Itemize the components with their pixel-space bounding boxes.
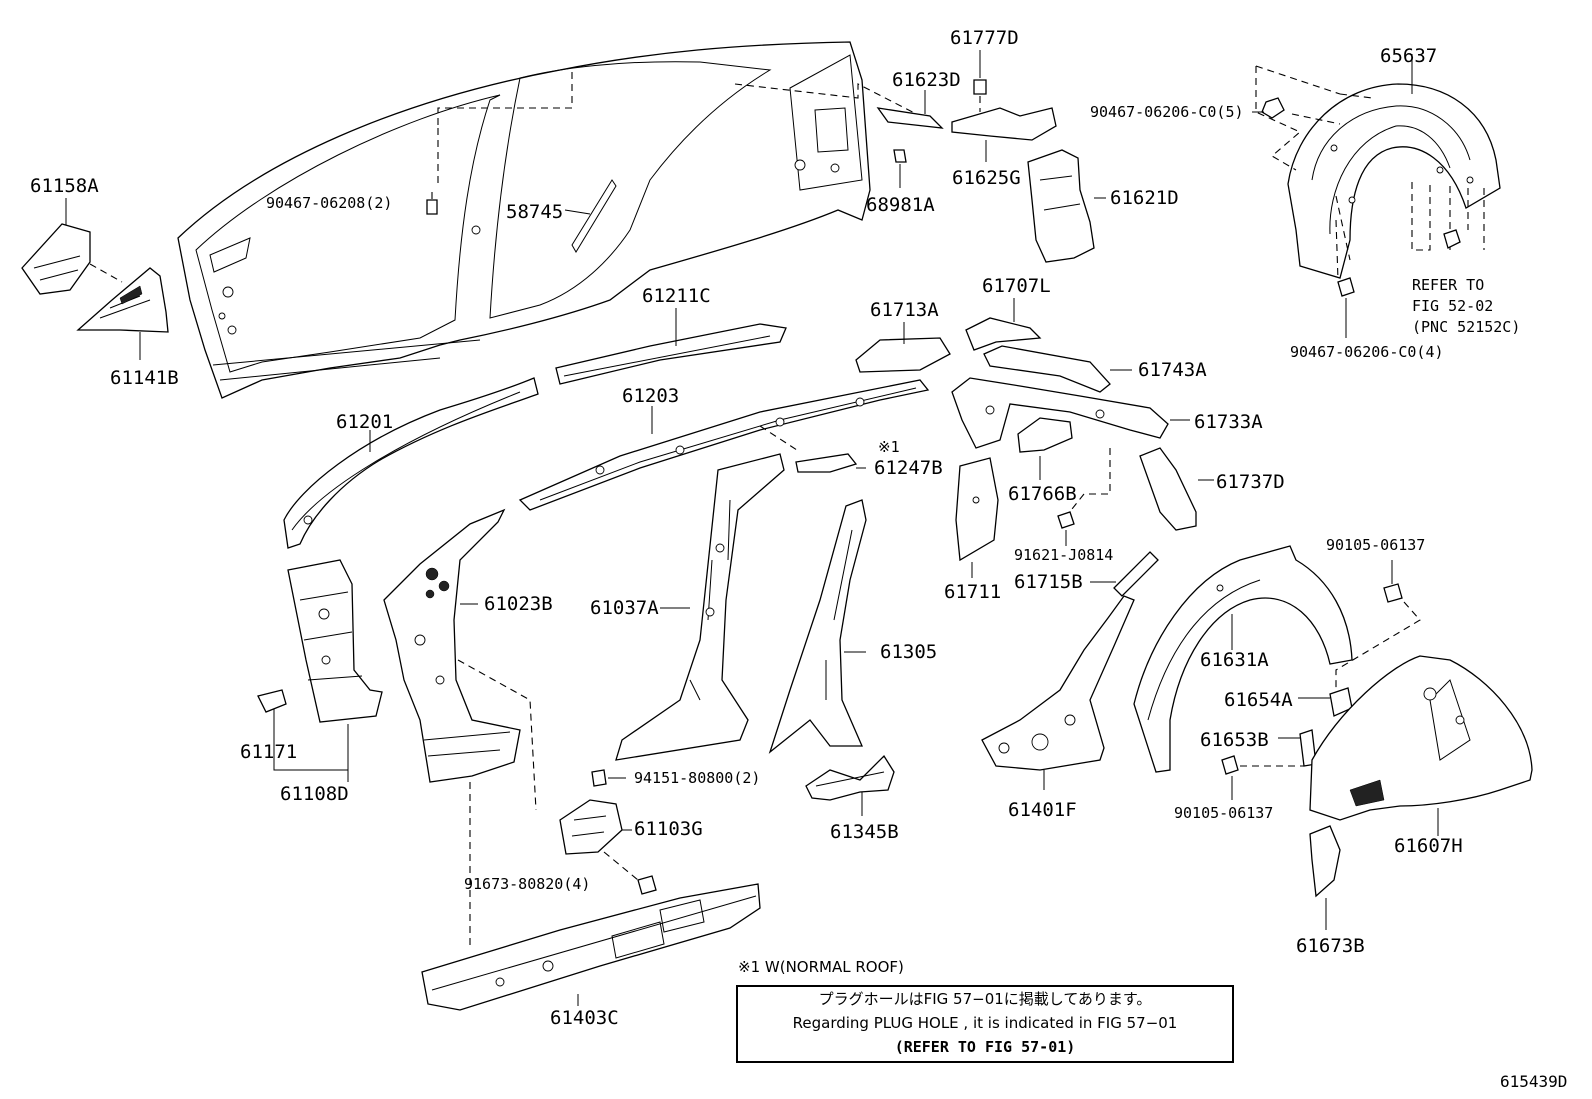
- label-61777D: 61777D: [950, 27, 1019, 49]
- label-91621-j0814: 91621-J0814: [1014, 546, 1113, 564]
- label-65637: 65637: [1380, 45, 1437, 67]
- rail-61201: [283, 377, 539, 549]
- panel-61621D: [1027, 149, 1095, 263]
- bracket-61345B: [805, 754, 895, 801]
- label-61201: 61201: [336, 411, 393, 433]
- wheelhouse-inner-61607H: [1309, 655, 1533, 821]
- label-61766B: 61766B: [1008, 483, 1077, 505]
- label-61158A: 61158A: [30, 175, 99, 197]
- pillar-61305: [768, 499, 867, 754]
- wheelhouse-61631A: [1133, 545, 1353, 773]
- bracket-61103G: [559, 799, 623, 855]
- pillar-61023B: [383, 508, 521, 783]
- label-61203: 61203: [622, 385, 679, 407]
- label-68981A: 68981A: [866, 194, 935, 216]
- label-90467-06208: 90467-06208(2): [266, 194, 392, 212]
- label-61401F: 61401F: [1008, 799, 1077, 821]
- plug-hole-note-box: プラグホールはFIG 57−01に掲載してあります。 Regarding PLU…: [736, 985, 1234, 1063]
- label-refer-line1: REFER TO: [1412, 276, 1484, 294]
- label-61625G: 61625G: [952, 167, 1021, 189]
- label-61103G: 61103G: [634, 818, 703, 840]
- rocker-61403C: [421, 883, 761, 1011]
- label-61707L: 61707L: [982, 275, 1051, 297]
- member-61733A: [951, 377, 1169, 449]
- label-61607H: 61607H: [1394, 835, 1463, 857]
- pillar-61108D: [287, 559, 383, 723]
- note-line-english: Regarding PLUG HOLE , it is indicated in…: [792, 1014, 1178, 1032]
- rail-61203: [518, 379, 930, 511]
- label-61403C: 61403C: [550, 1007, 619, 1029]
- label-61631A: 61631A: [1200, 649, 1269, 671]
- bracket-61141B: [76, 267, 169, 333]
- label-61673B: 61673B: [1296, 935, 1365, 957]
- pillar-61037A: [615, 453, 785, 761]
- note-line-japanese: プラグホールはFIG 57−01に掲載してあります。: [818, 990, 1152, 1008]
- label-61715B: 61715B: [1014, 571, 1083, 593]
- label-61108D: 61108D: [280, 783, 349, 805]
- label-61711: 61711: [944, 581, 1001, 603]
- wheel-liner-65637: [1287, 83, 1501, 279]
- label-61737D: 61737D: [1216, 471, 1285, 493]
- label-91673-80820: 91673-80820(4): [464, 875, 590, 893]
- label-61171: 61171: [240, 741, 297, 763]
- label-61653B: 61653B: [1200, 729, 1269, 751]
- label-90467-06206-c0-4: 90467-06206-C0(4): [1290, 343, 1444, 361]
- label-94151-80800: 94151-80800(2): [634, 769, 760, 787]
- label-61141B: 61141B: [110, 367, 179, 389]
- note-marker: ※1 W(NORMAL ROOF): [738, 958, 904, 976]
- label-61713A: 61713A: [870, 299, 939, 321]
- label-61247B: 61247B: [874, 457, 943, 479]
- label-61621D: 61621D: [1110, 187, 1179, 209]
- label-61305: 61305: [880, 641, 937, 663]
- label-61345B: 61345B: [830, 821, 899, 843]
- bracket-61158A: [21, 223, 91, 295]
- label-refer-line3: (PNC 52152C): [1412, 318, 1520, 336]
- label-61743A: 61743A: [1138, 359, 1207, 381]
- label-refer-line2: FIG 52-02: [1412, 297, 1493, 315]
- label-61623D: 61623D: [892, 69, 961, 91]
- label-61037A: 61037A: [590, 597, 659, 619]
- note-line-reference: (REFER TO FIG 57-01): [894, 1038, 1076, 1056]
- panel-61401F: [981, 595, 1135, 771]
- rail-61211C: [555, 323, 787, 385]
- label-61733A: 61733A: [1194, 411, 1263, 433]
- side-outer-panel: [177, 41, 871, 399]
- label-90105-06137-lower: 90105-06137: [1174, 804, 1273, 822]
- label-90105-06137-upper: 90105-06137: [1326, 536, 1425, 554]
- label-61023B: 61023B: [484, 593, 553, 615]
- label-90467-06206-c0-5: 90467-06206-C0(5): [1090, 103, 1244, 121]
- figure-id: 615439D: [1500, 1072, 1568, 1091]
- label-58745: 58745: [506, 201, 563, 223]
- label-61654A: 61654A: [1224, 689, 1293, 711]
- label-mark1: ※1: [878, 438, 900, 456]
- label-61211C: 61211C: [642, 285, 711, 307]
